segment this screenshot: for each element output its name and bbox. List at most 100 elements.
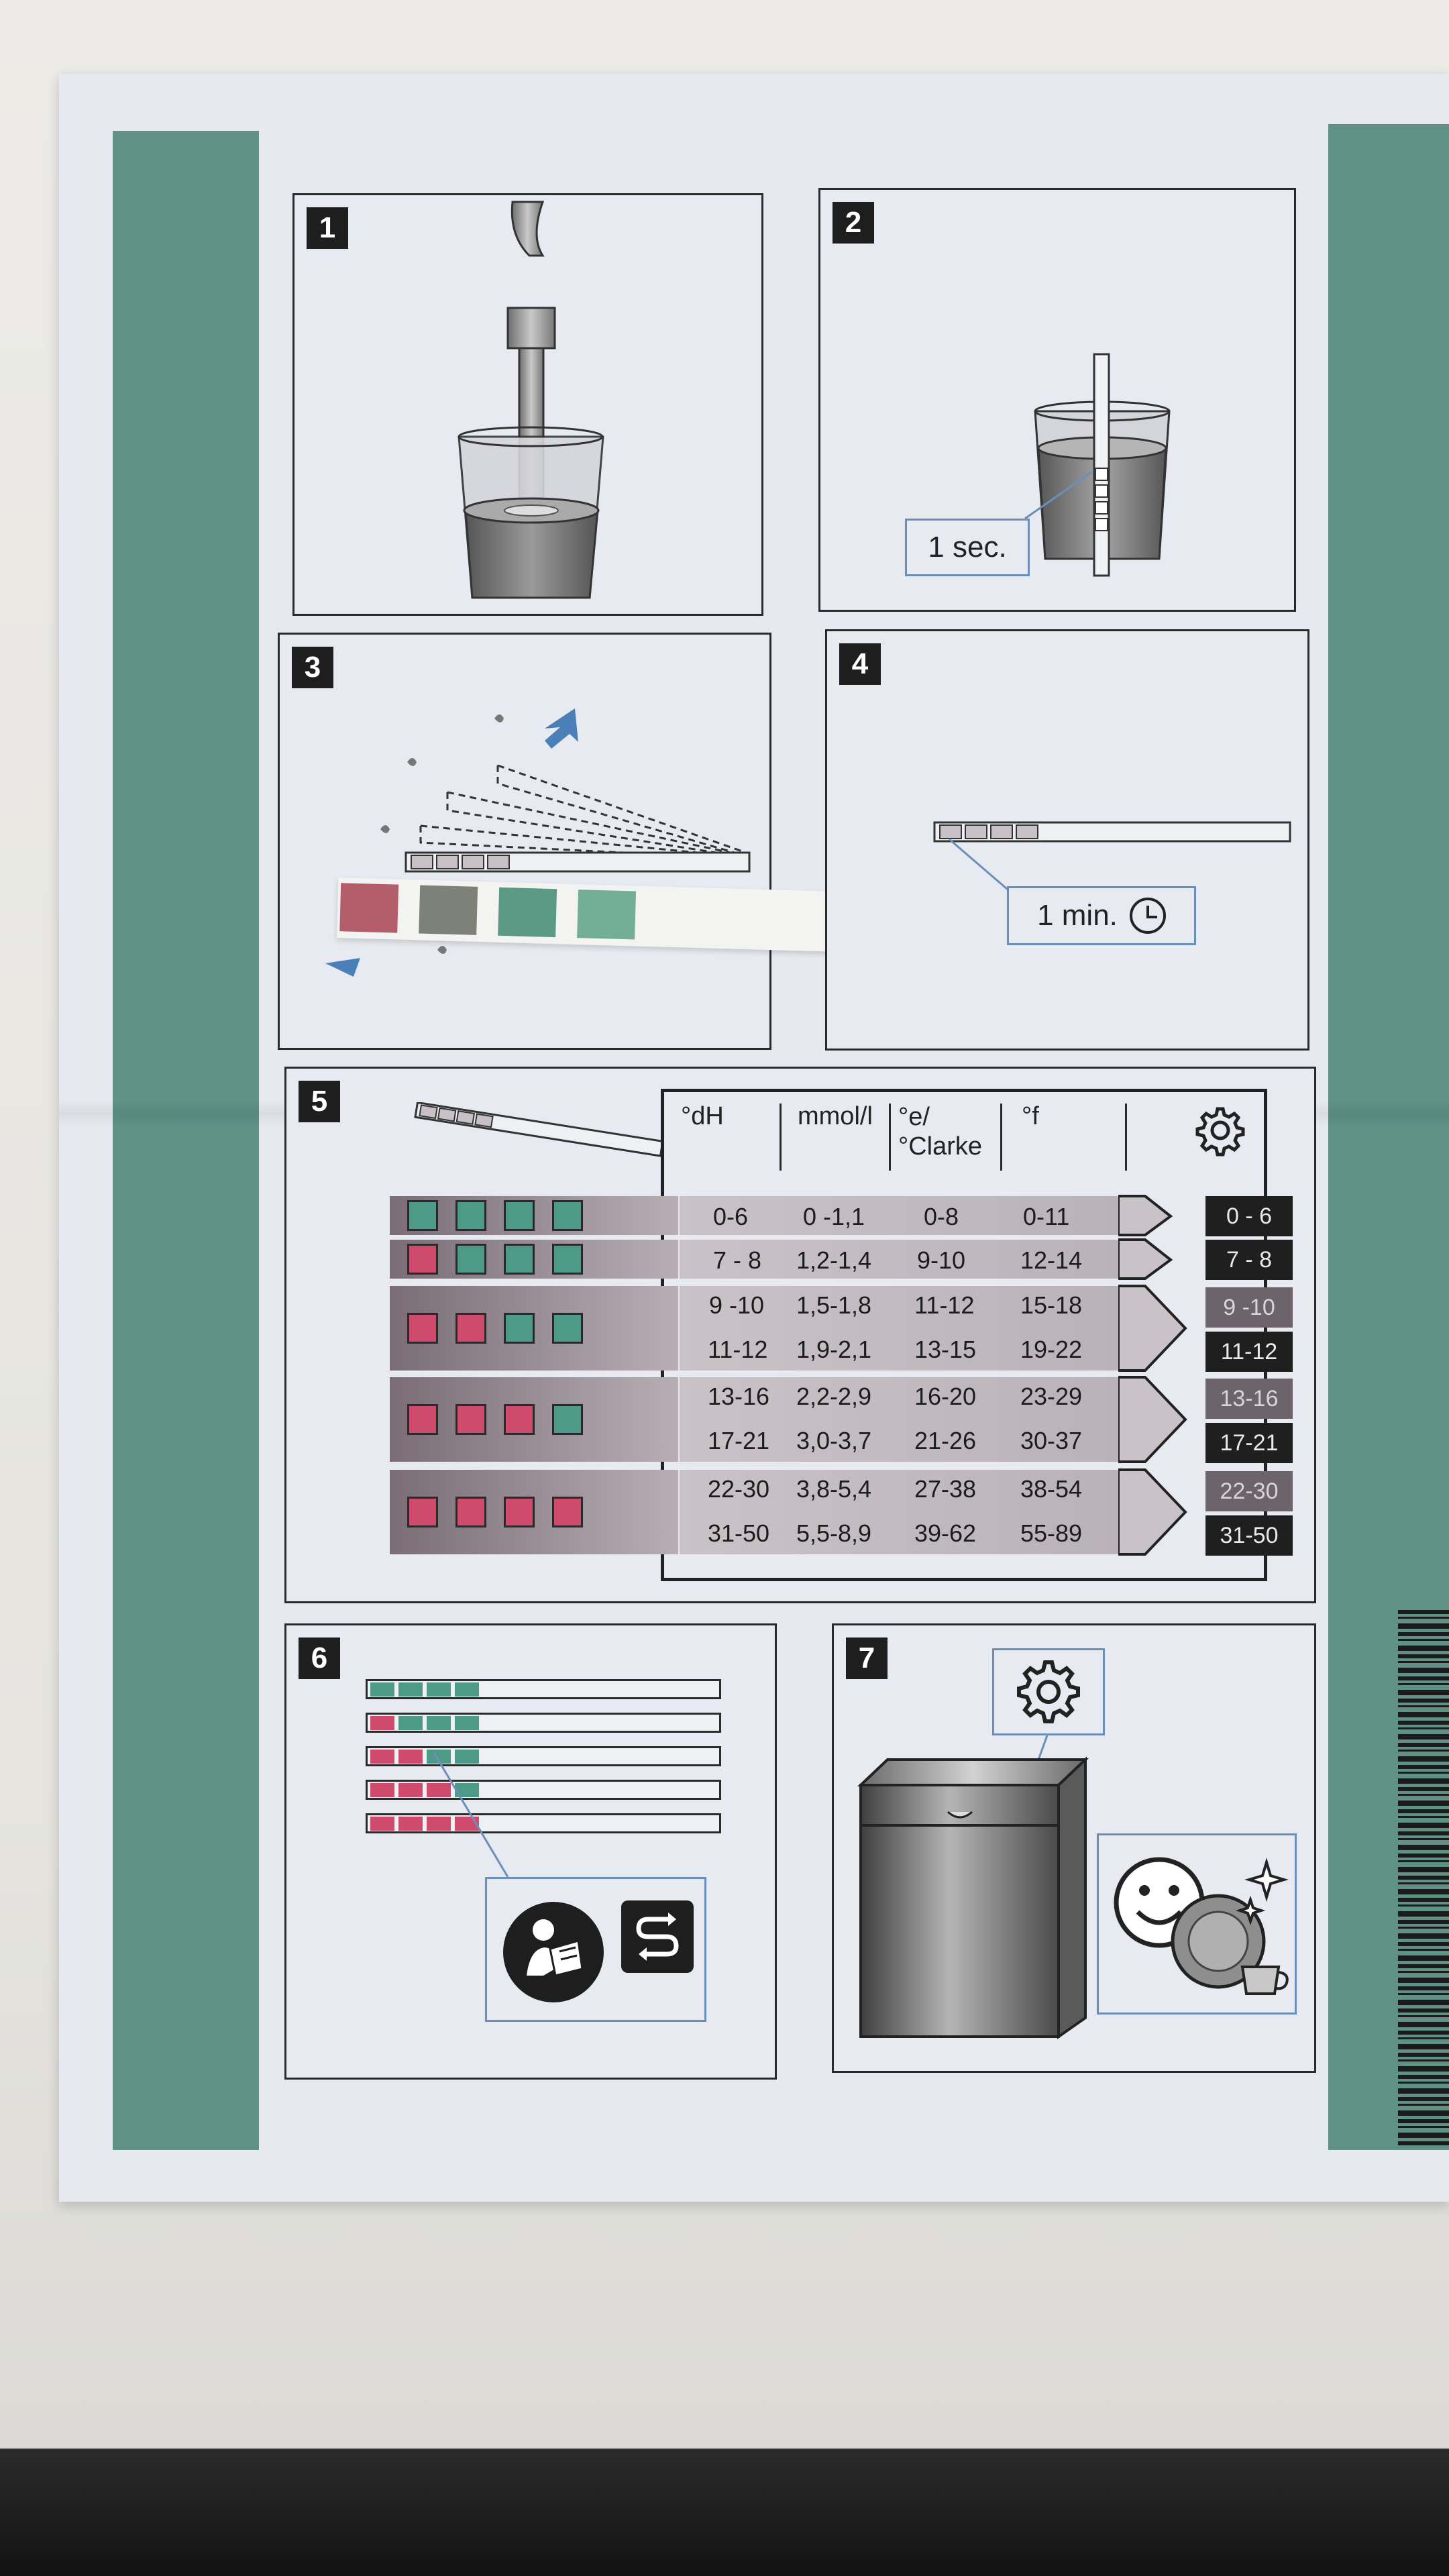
row4-mmol: 1,9-2,1 xyxy=(796,1336,872,1363)
step-3-panel: 3 xyxy=(278,633,1104,1050)
strip-1 xyxy=(366,1679,721,1699)
pad-r7-3 xyxy=(504,1497,535,1527)
row7-dh: 22-30 xyxy=(708,1475,770,1503)
row2-f: 12-14 xyxy=(1020,1246,1083,1274)
gear-icon xyxy=(1017,1660,1080,1723)
manual-callout xyxy=(485,1877,706,2022)
clean-dishes-callout xyxy=(1097,1833,1297,2015)
clock-icon xyxy=(1129,898,1166,934)
header-divider xyxy=(780,1104,782,1171)
pad-r2-2 xyxy=(455,1244,486,1275)
real-strip-pad-2 xyxy=(419,885,478,935)
pad-r1-4 xyxy=(552,1200,583,1231)
header-mmol: mmol/l xyxy=(798,1102,873,1130)
regeneration-setting-icon xyxy=(621,1900,694,1973)
settings-gear-callout xyxy=(992,1648,1105,1735)
strip-3 xyxy=(366,1746,721,1766)
row6-f: 30-37 xyxy=(1020,1427,1083,1454)
test-strip-diagram xyxy=(414,1102,664,1157)
row2-clarke: 9-10 xyxy=(917,1246,966,1274)
header-divider xyxy=(1000,1104,1002,1171)
read-manual-icon xyxy=(503,1902,604,2002)
row7-mmol: 3,8-5,4 xyxy=(796,1475,872,1503)
callout-line xyxy=(433,1752,509,1878)
row4-clarke: 13-15 xyxy=(914,1336,977,1363)
row3-f: 15-18 xyxy=(1020,1291,1083,1319)
pad-r1-2 xyxy=(455,1200,486,1231)
strip-5 xyxy=(366,1813,721,1833)
grade-31-50: 31-50 xyxy=(1205,1515,1293,1556)
header-divider xyxy=(889,1104,891,1171)
pad-r3-4 xyxy=(552,1313,583,1344)
pad-r2-4 xyxy=(552,1244,583,1275)
tap-filling-glass-illustration xyxy=(458,201,604,599)
row5-dh: 13-16 xyxy=(708,1383,770,1410)
step-4-panel: 4 1 min. xyxy=(825,629,1309,1051)
header-clarke: °e/ °Clarke xyxy=(898,1103,983,1161)
pad-r1-1 xyxy=(407,1200,438,1231)
row8-mmol: 5,5-8,9 xyxy=(796,1519,872,1547)
row1-dh: 0-6 xyxy=(713,1203,749,1230)
step-5-panel: 5 °dH mmol/l °e/ °Clarke °f xyxy=(284,1067,1316,1603)
plate-icon xyxy=(1171,1894,1266,1989)
row7-clarke: 27-38 xyxy=(914,1475,977,1503)
row-arrows xyxy=(1118,1195,1187,1556)
row-band-2 xyxy=(680,1240,1120,1279)
pad-r5-1 xyxy=(407,1404,438,1435)
table-edge-shadow xyxy=(0,2449,1449,2576)
strip-stack xyxy=(366,1679,728,1854)
step-6-number: 6 xyxy=(299,1638,340,1679)
step-5-number: 5 xyxy=(299,1081,340,1122)
row1-f: 0-11 xyxy=(1023,1203,1070,1230)
dishwasher-illustration xyxy=(857,1735,1089,2039)
row5-f: 23-29 xyxy=(1020,1383,1083,1410)
strip-in-glass-illustration xyxy=(1024,353,1171,577)
step-7-panel: 7 xyxy=(832,1623,1316,2073)
row7-f: 38-54 xyxy=(1020,1475,1083,1503)
cup-icon xyxy=(1240,1966,1289,1995)
row1-mmol: 0 -1,1 xyxy=(803,1203,865,1230)
strip-2 xyxy=(366,1713,721,1733)
header-f: °f xyxy=(1022,1102,1039,1130)
grade-0-6: 0 - 6 xyxy=(1205,1196,1293,1236)
barcode xyxy=(1398,1610,1449,2147)
pad-r3-2 xyxy=(455,1313,486,1344)
real-strip-pad-3 xyxy=(498,887,557,938)
row8-clarke: 39-62 xyxy=(914,1519,977,1547)
grade-13-16: 13-16 xyxy=(1205,1379,1293,1419)
pad-r5-2 xyxy=(455,1404,486,1435)
step-7-number: 7 xyxy=(846,1638,888,1679)
row3-clarke: 11-12 xyxy=(914,1291,975,1319)
row8-dh: 31-50 xyxy=(708,1519,770,1547)
pad-r7-1 xyxy=(407,1497,438,1527)
row-band-5-6 xyxy=(680,1377,1120,1462)
gear-icon xyxy=(1193,1104,1247,1157)
pad-r1-3 xyxy=(504,1200,535,1231)
real-strip-pad-1 xyxy=(339,883,399,933)
strip-4 xyxy=(366,1780,721,1800)
row6-dh: 17-21 xyxy=(708,1427,770,1454)
row-band-3-4 xyxy=(680,1286,1120,1371)
pad-r5-3 xyxy=(504,1404,535,1435)
shake-off-strip-illustration xyxy=(325,708,751,977)
row3-dh: 9 -10 xyxy=(709,1291,765,1319)
row6-mmol: 3,0-3,7 xyxy=(796,1427,872,1454)
dip-time-callout: 1 sec. xyxy=(905,519,1030,576)
header-divider xyxy=(1125,1104,1127,1171)
step-4-number: 4 xyxy=(839,643,881,685)
row-band-1 xyxy=(680,1196,1120,1235)
step-6-panel: 6 xyxy=(284,1623,777,2080)
row8-f: 55-89 xyxy=(1020,1519,1083,1547)
real-strip-pad-4 xyxy=(577,890,637,940)
pad-r5-4 xyxy=(552,1404,583,1435)
wait-time-callout: 1 min. xyxy=(1007,886,1196,945)
sparkle-icon xyxy=(1235,1858,1289,1926)
pad-r3-3 xyxy=(504,1313,535,1344)
row3-mmol: 1,5-1,8 xyxy=(796,1291,872,1319)
pad-r2-1 xyxy=(407,1244,438,1275)
row5-mmol: 2,2-2,9 xyxy=(796,1383,872,1410)
pad-r7-2 xyxy=(455,1497,486,1527)
pad-r7-4 xyxy=(552,1497,583,1527)
row4-f: 19-22 xyxy=(1020,1336,1083,1363)
step-1-number: 1 xyxy=(307,207,348,249)
